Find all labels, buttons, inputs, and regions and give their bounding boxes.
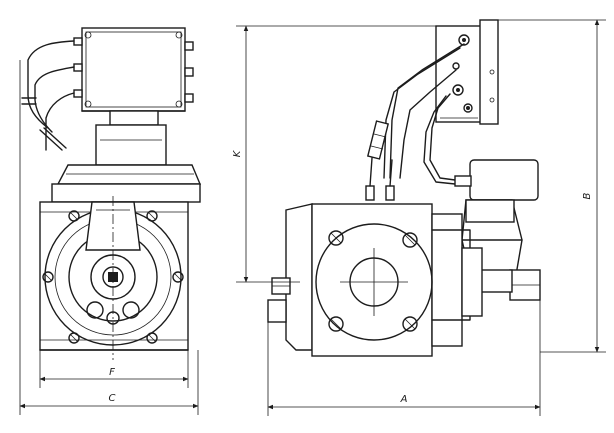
side-cables bbox=[365, 43, 465, 201]
label-b: B bbox=[582, 192, 593, 199]
side-view: K B A bbox=[232, 19, 606, 416]
label-f: F bbox=[109, 367, 115, 378]
label-k: K bbox=[232, 149, 243, 157]
dimension-k: K bbox=[232, 25, 436, 283]
dimension-f: F bbox=[39, 350, 189, 388]
dimension-c: C bbox=[19, 60, 199, 415]
side-housing-bolts bbox=[328, 230, 418, 332]
dimension-b: B bbox=[498, 19, 606, 353]
front-view: F C bbox=[19, 27, 202, 415]
front-junction-box bbox=[73, 27, 194, 112]
front-cables bbox=[21, 40, 75, 151]
dimension-a: A bbox=[267, 300, 541, 416]
label-c: C bbox=[109, 393, 116, 404]
side-junction-box bbox=[435, 19, 499, 125]
label-a: A bbox=[400, 394, 408, 405]
front-neck bbox=[51, 110, 202, 203]
front-housing bbox=[39, 196, 189, 360]
side-housing bbox=[267, 203, 483, 357]
front-flange-bolts bbox=[42, 210, 184, 344]
